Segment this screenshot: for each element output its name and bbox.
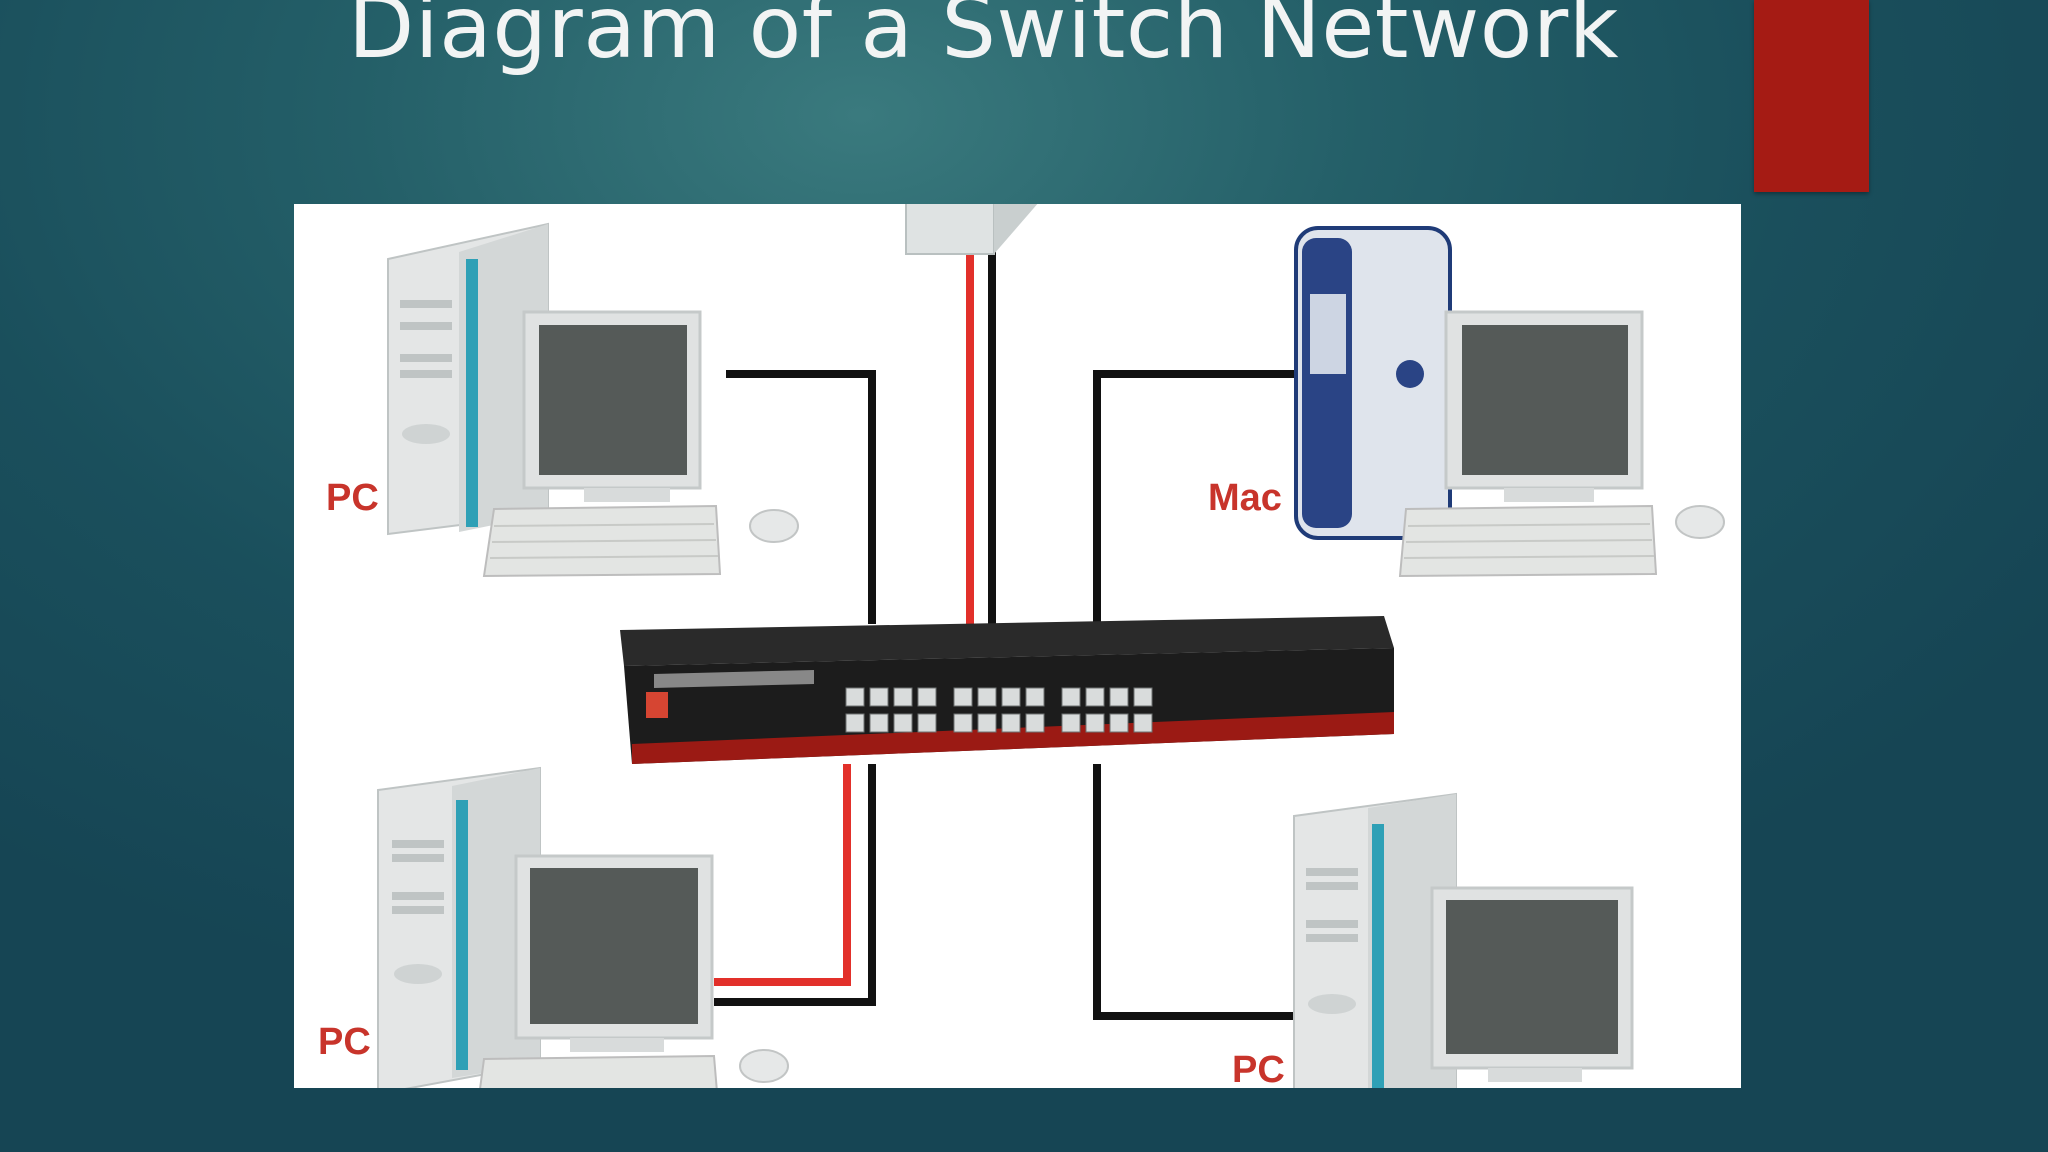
pc-bottom-right xyxy=(1293,792,1634,1088)
switch-port xyxy=(869,687,889,707)
pc-bottom-left xyxy=(377,766,789,1088)
switch-port xyxy=(953,713,973,733)
switch-port xyxy=(893,713,913,733)
label-bottom-left: PC xyxy=(318,1021,371,1063)
switch-port xyxy=(1025,687,1045,707)
label-top-right: Mac xyxy=(1208,477,1282,519)
switch-port xyxy=(1085,687,1105,707)
switch-port xyxy=(977,687,997,707)
cable-top-left xyxy=(726,370,876,624)
switch-port xyxy=(893,687,913,707)
switch-port xyxy=(1001,687,1021,707)
switch-port xyxy=(1085,713,1105,733)
switch-port xyxy=(1133,713,1153,733)
label-top-left: PC xyxy=(326,477,379,519)
cable-top-right xyxy=(1093,370,1296,624)
switch-port xyxy=(869,713,889,733)
label-bottom-right: PC xyxy=(1232,1049,1285,1088)
network-diagram: PC Mac xyxy=(294,204,1741,1088)
network-diagram-svg: PC Mac xyxy=(318,204,1725,1088)
mac-top-right xyxy=(1294,226,1725,578)
switch-port xyxy=(1001,713,1021,733)
switch-port xyxy=(977,713,997,733)
switch-port xyxy=(1133,687,1153,707)
network-switch xyxy=(620,616,1394,764)
switch-port xyxy=(1109,687,1129,707)
cable-bottom-left-red xyxy=(714,764,851,986)
switch-port xyxy=(1025,713,1045,733)
switch-port xyxy=(953,687,973,707)
switch-port xyxy=(917,713,937,733)
switch-port xyxy=(917,687,937,707)
cables xyxy=(714,244,1304,1020)
cable-bottom-right xyxy=(1093,764,1304,1020)
top-device xyxy=(905,204,1038,255)
switch-port xyxy=(1061,687,1081,707)
pc-top-left xyxy=(387,222,799,578)
switch-port xyxy=(1061,713,1081,733)
switch-port xyxy=(845,687,865,707)
cable-bottom-left-black xyxy=(714,764,876,1006)
switch-port xyxy=(845,713,865,733)
slide-title: Diagram of a Switch Network xyxy=(348,0,1620,78)
switch-port xyxy=(1109,713,1129,733)
slide-accent-bar xyxy=(1754,0,1869,192)
switch-ports xyxy=(845,687,1153,733)
